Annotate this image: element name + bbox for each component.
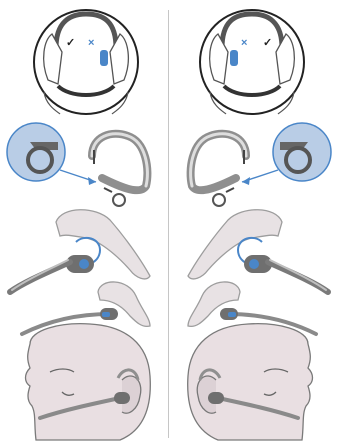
ok-mark: ✓ bbox=[66, 38, 75, 49]
panel-left: ✓ × bbox=[0, 0, 169, 444]
ok-mark: ✓ bbox=[263, 38, 272, 49]
earloop-magnifier-icon bbox=[191, 123, 331, 206]
no-mark: × bbox=[241, 38, 247, 49]
ear-hands-icon bbox=[200, 10, 304, 114]
head-icon bbox=[26, 324, 151, 440]
panel-left-art bbox=[0, 0, 169, 444]
ear-hands-icon bbox=[34, 10, 138, 114]
panel-right-art bbox=[169, 0, 338, 444]
head-icon bbox=[188, 324, 313, 440]
panel-right: ✓ × bbox=[169, 0, 338, 444]
headset-icon bbox=[188, 210, 328, 292]
no-mark: × bbox=[88, 38, 94, 49]
headset-icon bbox=[10, 210, 150, 292]
earloop-magnifier-icon bbox=[7, 123, 147, 206]
